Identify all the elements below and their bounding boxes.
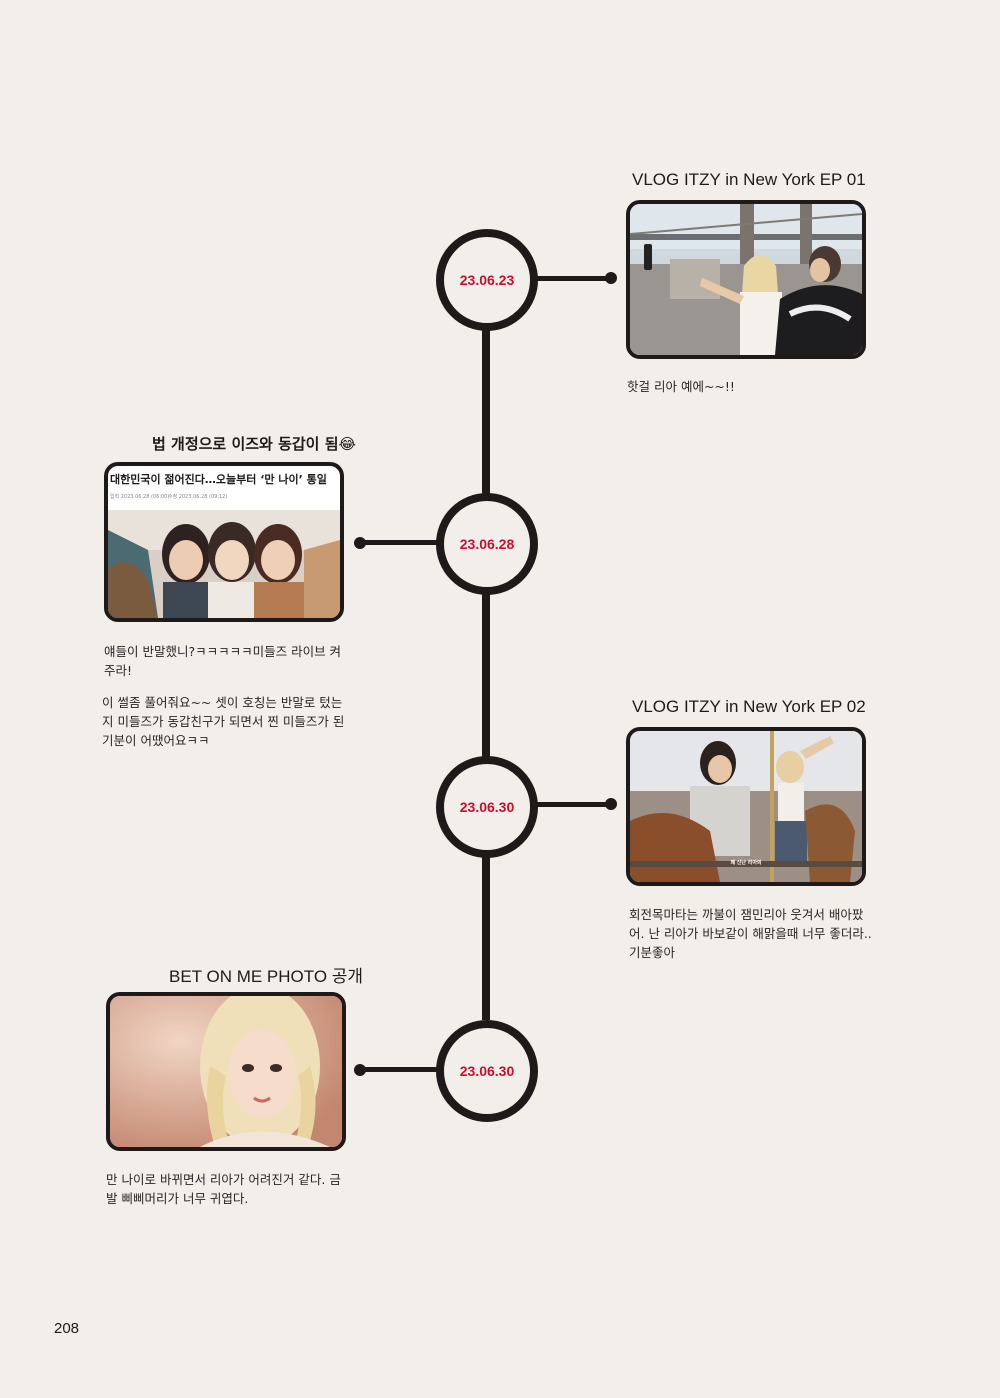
connector-3 <box>536 802 610 807</box>
photo-frame-3: 꽤 신난 리아의 <box>626 727 866 886</box>
connector-2 <box>362 540 438 545</box>
portrait-photo <box>110 996 342 1147</box>
photo-frame-1 <box>626 200 866 359</box>
date-node-4: 23.06.30 <box>436 1020 538 1122</box>
date-label: 23.06.28 <box>459 536 515 552</box>
connector-4 <box>362 1067 438 1072</box>
connector-dot-1 <box>605 272 617 284</box>
connector-dot-4 <box>354 1064 366 1076</box>
carousel-photo <box>630 731 862 882</box>
group-photo <box>108 510 340 618</box>
connector-dot-2 <box>354 537 366 549</box>
news-headline: 대한민국이 젊어진다…오늘부터 ‘만 나이’ 통일 <box>110 473 327 486</box>
date-label: 23.06.23 <box>459 272 515 288</box>
page-number: 208 <box>54 1320 80 1337</box>
entry-caption-1a: 핫걸 리아 예에~~!! <box>627 379 735 394</box>
timeline-spine <box>482 320 490 1020</box>
news-date-modified: 수정 2023.06.28 (09:12) <box>168 494 228 500</box>
connector-dot-3 <box>605 798 617 810</box>
date-label: 23.06.30 <box>459 799 515 815</box>
photo-frame-4 <box>106 992 346 1151</box>
entry-caption-4a: 만 나이로 바뀌면서 리아가 어려진거 같다. 금 발 삐삐머리가 너무 귀엽다… <box>106 1172 341 1206</box>
date-node-2: 23.06.28 <box>436 493 538 595</box>
entry-caption-3a: 회전목마타는 까불이 잼민리아 웃겨서 배아팠 어. 난 리아가 바보같이 해맑… <box>629 907 872 960</box>
entry-title-4: BET ON ME PHOTO 공개 <box>169 967 364 986</box>
entry-title-2: 법 개정으로 이즈와 동갑이 됨😂 <box>152 435 357 453</box>
video-subtitle: 꽤 신난 리아의 <box>730 860 762 866</box>
entry-title-3: VLOG ITZY in New York EP 02 <box>632 697 866 716</box>
photo-frame-2: 대한민국이 젊어진다…오늘부터 ‘만 나이’ 통일 입력 2023.06.28 … <box>104 462 344 622</box>
entry-caption-2b: 이 썰좀 풀어줘요~~ 셋이 호칭는 반말로 텄는 지 미들즈가 동갑친구가 되… <box>102 695 345 748</box>
date-label: 23.06.30 <box>459 1063 515 1079</box>
entry-caption-2a: 얘들이 반말했니?ㅋㅋㅋㅋㅋ미들즈 라이브 켜 주라! <box>104 644 342 678</box>
entry-title-1: VLOG ITZY in New York EP 01 <box>632 170 866 189</box>
connector-1 <box>536 276 610 281</box>
selfie-photo <box>630 204 862 355</box>
date-node-3: 23.06.30 <box>436 756 538 858</box>
news-date-created: 입력 2023.06.28 (06:00) <box>110 494 170 500</box>
date-node-1: 23.06.23 <box>436 229 538 331</box>
